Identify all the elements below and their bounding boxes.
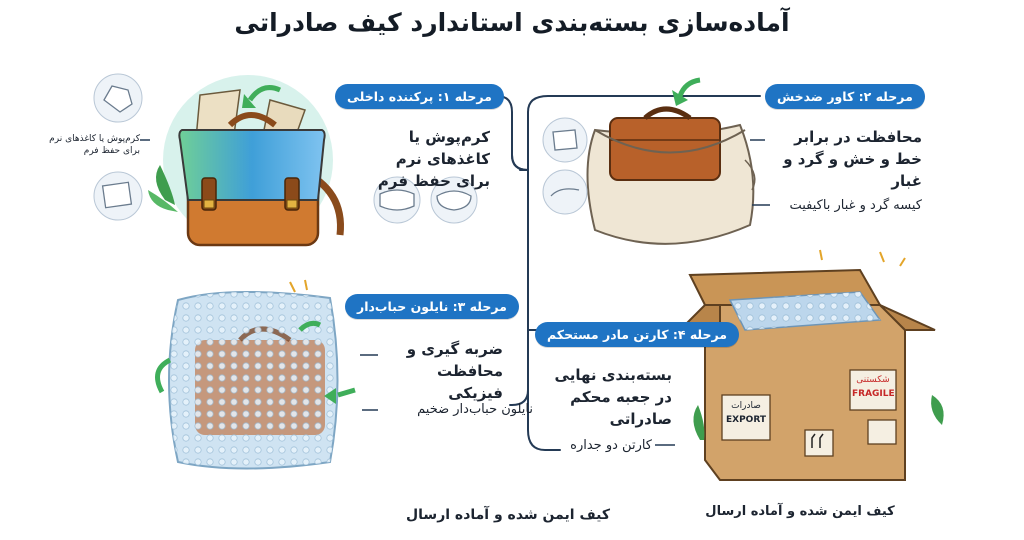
step1-side-note: کرم‌پوش یا کاغذهای نرم برای حفظ فرم [49, 134, 140, 156]
pillow-icon [373, 176, 478, 224]
step4-badge: مرحله ۴: کارتن مادر مستحکم [535, 322, 740, 347]
footer-right: کیف ایمن شده و آماده ارسال [705, 504, 895, 519]
step3-text: ضربه گیری و محافظت فیزیکی [406, 340, 503, 402]
step1-illustration [148, 75, 344, 247]
box-icon [672, 249, 944, 481]
crumpled-paper-icon [93, 73, 143, 123]
step2-badge: مرحله ۲: کاور ضدخش [765, 84, 925, 109]
step1-badge: مرحله ۱: پرکننده داخلی [335, 84, 504, 109]
step2-text: محافظت در برابر خط و خش و گرد و غبار [783, 128, 922, 190]
fragile-label-fa: شکستنی [856, 375, 890, 385]
box-label-fa: صادرات [731, 401, 761, 411]
fabric-icon [542, 117, 588, 215]
page-title: آماده‌سازی بسته‌بندی استاندارد کیف صادرا… [234, 8, 790, 37]
step1-text: کرم‌پوش یا کاغذهای نرم برای حفظ فرم [377, 128, 490, 190]
step4-text: بسته‌بندی نهایی در جعبه محکم صادراتی [554, 366, 672, 428]
step4-subtext: کارتن دو جداره [570, 438, 652, 453]
fabric-icon [93, 171, 143, 221]
connector-lines [496, 95, 761, 451]
step3-subtext: نایلون حباب‌دار ضخیم [417, 402, 533, 417]
step2-illustration [586, 77, 756, 245]
box-label-en: EXPORT [726, 415, 766, 425]
step2-subtext: کیسه گرد و غبار باکیفیت [789, 198, 922, 213]
footer-left: کیف ایمن شده و آماده ارسال [406, 507, 610, 523]
fragile-label-en: FRAGILE [852, 389, 895, 399]
bubble-wrap-icon [155, 279, 356, 470]
step3-badge: مرحله ۳: نایلون حباب‌دار [345, 294, 519, 319]
